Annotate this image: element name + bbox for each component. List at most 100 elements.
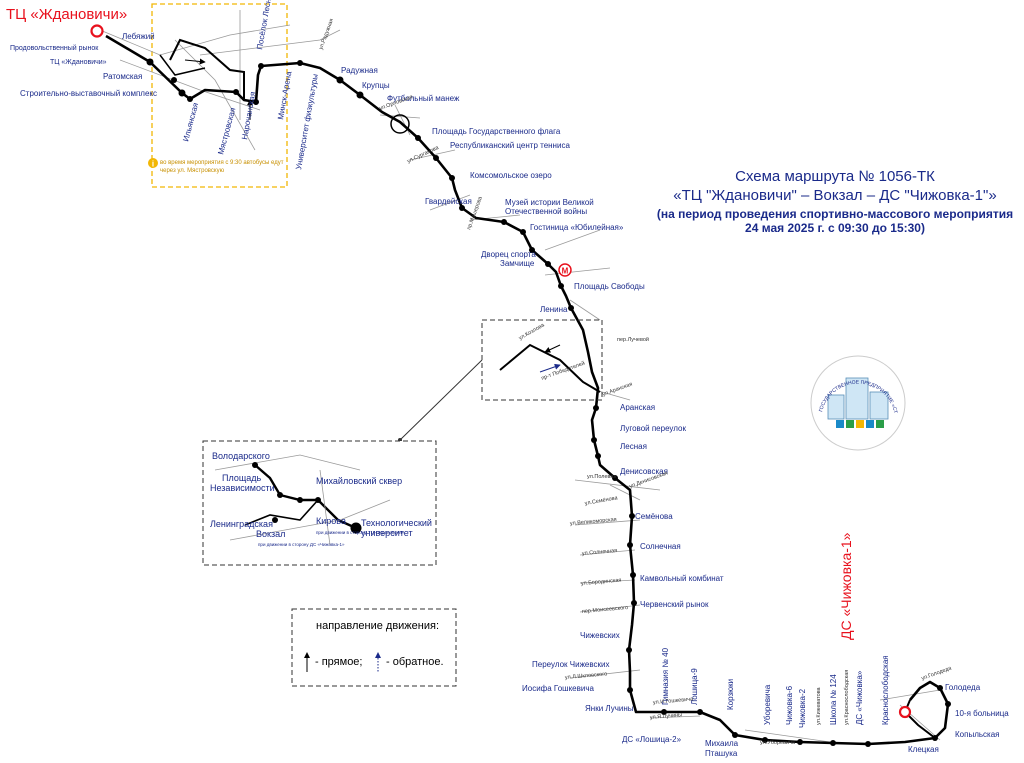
street-label: ул.Семёнова bbox=[584, 495, 619, 507]
stop-label: Минск-Арена bbox=[276, 70, 293, 120]
stop-label: Площадь Государственного флага bbox=[432, 127, 561, 136]
stop-label: Пташука bbox=[705, 749, 738, 758]
stop-label: Камвольный комбинат bbox=[640, 574, 724, 583]
stop-label: Луговой переулок bbox=[620, 424, 686, 433]
legend-forward-arrow bbox=[304, 652, 310, 658]
legend-box bbox=[291, 608, 457, 687]
stop-label: Переулок Чижевских bbox=[532, 660, 610, 669]
stop-label: Строительно-выставочный комплекс bbox=[20, 89, 157, 98]
stop-markers bbox=[146, 58, 951, 747]
stop-label: Лошица-9 bbox=[690, 668, 699, 705]
detour-note: во время мероприятия с 9:30 автобусы еду… bbox=[160, 160, 284, 174]
route-line bbox=[105, 34, 950, 746]
street-label: ул.Голодеда bbox=[921, 665, 954, 682]
stop-label: Радужная bbox=[341, 66, 378, 75]
street-label: ул.Великоморская bbox=[570, 517, 617, 527]
street-label: ул.Л.Шкловского bbox=[565, 671, 608, 681]
title-line-1: Схема маршрута № 1056-ТК bbox=[735, 168, 935, 185]
info-icon: i bbox=[148, 158, 158, 169]
svg-text:i: i bbox=[152, 160, 154, 169]
stop-label: Копыльская bbox=[955, 730, 999, 739]
zoom-connector bbox=[399, 359, 483, 441]
stop-label: Футбольный манеж bbox=[387, 94, 460, 103]
stop-label: Гвардейская bbox=[425, 197, 472, 206]
start-terminal-label: ТЦ «Ждановичи» bbox=[6, 6, 128, 23]
stop-label: Отечественной войны bbox=[505, 207, 587, 216]
inset-note: при движении в сторону ДС «Чижовка-1» bbox=[258, 542, 345, 547]
street-label: пер.Лучевой bbox=[617, 336, 649, 343]
legend-title: направление движения: bbox=[316, 620, 440, 632]
inset-stop-label: Ленинградская bbox=[210, 519, 273, 529]
inset-stop-label: университет bbox=[361, 528, 413, 538]
stop-label: Янки Лучины bbox=[585, 704, 634, 713]
stop-label: Продовольственный рынок bbox=[10, 44, 99, 52]
stop-label: Ильянская bbox=[181, 102, 200, 143]
stop-label: Солнечная bbox=[640, 542, 681, 551]
map-title: Схема маршрута № 1056-ТК «ТЦ "Ждановичи"… bbox=[640, 168, 1024, 235]
title-line-2: «ТЦ "Ждановичи" – Вокзал – ДС "Чижовка-1… bbox=[673, 187, 997, 204]
stop-label: Крупцы bbox=[362, 81, 390, 90]
stop-label: Республиканский центр тенниса bbox=[450, 141, 570, 150]
stop-label: Михаила bbox=[705, 739, 739, 748]
inset-stop-label: Вокзал bbox=[256, 529, 285, 539]
stop-label: Семёнова bbox=[635, 512, 673, 521]
stop-label: Чижовка-6 bbox=[785, 685, 794, 725]
stop-label: ТЦ «Ждановичи» bbox=[50, 59, 107, 66]
detour-loop-2 bbox=[159, 54, 206, 76]
stop-label: Краснослободская bbox=[881, 655, 890, 725]
inset-route-line-2 bbox=[244, 499, 319, 526]
stop-label: Чижовка-2 bbox=[798, 688, 807, 728]
stop-label: Замчище bbox=[500, 259, 535, 268]
stop-label: Ратомская bbox=[103, 72, 142, 81]
stop-label: Дворец спорта bbox=[481, 250, 536, 259]
stop-label: Клецкая bbox=[908, 745, 939, 754]
street-label: ул.Краснослободская bbox=[844, 670, 850, 725]
inset-stop-label: Технологический bbox=[361, 518, 432, 528]
terminal-marker-icon bbox=[90, 24, 912, 719]
inset-streets bbox=[214, 454, 391, 546]
stop-label: Комсомольское озеро bbox=[470, 171, 552, 180]
stop-label: Червенский рынок bbox=[640, 600, 709, 609]
inset-note: при движении в сторону ТЦ «Ждановичи» bbox=[316, 530, 405, 535]
inset-stop-label: Площадь bbox=[222, 473, 261, 483]
stop-label: 10-я больница bbox=[955, 709, 1009, 718]
title-line-3: (на период проведения спортивно-массовог… bbox=[656, 207, 1014, 221]
legend-reverse-arrow bbox=[375, 652, 381, 658]
inset-stop-label: Володарского bbox=[212, 451, 270, 461]
stop-label: Площадь Свободы bbox=[574, 282, 645, 291]
stop-label: Мястровская bbox=[216, 107, 237, 156]
stop-label: Лесная bbox=[620, 442, 647, 451]
stop-label: Музей истории Великой bbox=[505, 198, 594, 207]
street-label: ул.Аранская bbox=[602, 381, 634, 397]
inset-stop-markers bbox=[252, 462, 362, 534]
stop-label: Денисовская bbox=[620, 467, 668, 476]
street-label: ул.Кижеватова bbox=[816, 686, 822, 725]
stop-label: Гостиница «Юбилейная» bbox=[530, 223, 624, 232]
title-line-4: 24 мая 2025 г. с 09:30 до 15:30) bbox=[745, 221, 925, 235]
legend-reverse-label: - обратное. bbox=[386, 656, 444, 668]
stop-label: Лебяжий bbox=[122, 32, 155, 41]
inset-stop-label: Михайловский сквер bbox=[316, 476, 402, 486]
svg-text:M: M bbox=[562, 267, 569, 276]
detour-loop bbox=[169, 38, 245, 100]
stop-label: Корзюки bbox=[726, 679, 735, 710]
inset-stop-label: Кирова bbox=[316, 516, 346, 526]
stop-label: Уборевича bbox=[763, 684, 772, 725]
stop-label: Школа № 124 bbox=[829, 674, 838, 725]
stop-label: Аранская bbox=[620, 403, 655, 412]
stop-label: Ленина bbox=[540, 305, 568, 314]
inset-stop-label: Независимости bbox=[210, 483, 275, 493]
stop-label: Посёлок Лесной bbox=[255, 0, 274, 50]
terminal-loop bbox=[903, 699, 936, 739]
stop-label: Иосифа Гошкевича bbox=[522, 684, 595, 693]
detour-highlight-box bbox=[151, 3, 288, 188]
street-label: ул.И.Гошкевича bbox=[653, 696, 695, 706]
end-terminal-label: ДС «Чижовка-1» bbox=[838, 532, 854, 640]
street-label: ул.Уборевича bbox=[760, 740, 796, 746]
stop-label: ДС «Чижовка» bbox=[855, 670, 864, 725]
street-label: ул.Радужная bbox=[318, 18, 335, 51]
street-label: ул.Полевая bbox=[587, 474, 616, 480]
stop-label: Чижевских bbox=[580, 631, 620, 640]
